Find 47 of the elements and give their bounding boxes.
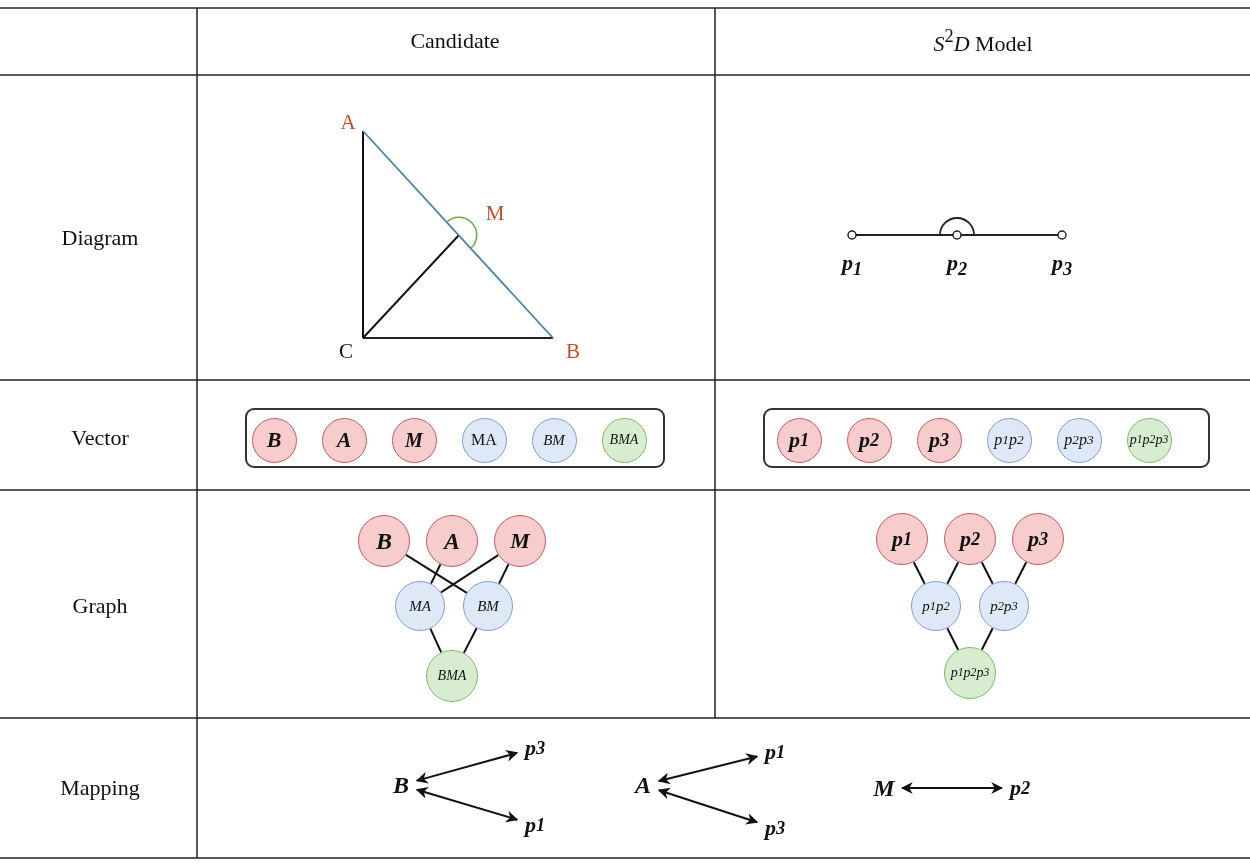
connector-line: [462, 627, 478, 654]
vector-container: [245, 408, 665, 468]
connector-line: [405, 553, 468, 594]
circle-node: B: [358, 515, 410, 567]
connector-line: [946, 561, 960, 585]
circle-node: MA: [461, 417, 507, 463]
circle-node: BM: [531, 417, 577, 463]
column-header: Candidate: [410, 30, 500, 52]
circle-node: BMA: [601, 417, 647, 463]
double-arrow: [415, 787, 519, 823]
vertex-label: A: [340, 111, 356, 133]
circle-node: M: [494, 515, 546, 567]
double-arrow: [415, 750, 519, 784]
circle-node: M: [391, 417, 437, 463]
connector-line: [946, 627, 960, 651]
vertex-label: C: [339, 340, 353, 362]
point-label: p$_{1}$: [841, 251, 863, 279]
connector-line: [912, 561, 926, 585]
connector-line: [1014, 561, 1028, 585]
circle-node: MA: [395, 581, 445, 631]
double-arrow: [657, 787, 759, 825]
double-arrow: [657, 753, 759, 785]
row-header: Diagram: [61, 227, 139, 249]
connector-line: [440, 554, 500, 594]
connector-line: [429, 627, 443, 654]
circle-node: A: [321, 417, 367, 463]
connector-line: [980, 627, 994, 651]
circle-node: B: [251, 417, 297, 463]
vertex-label: M: [485, 202, 505, 224]
circle-node: A: [426, 515, 478, 567]
math-symbol: M: [869, 773, 899, 803]
row-header: Mapping: [60, 777, 140, 799]
circle-node: BMA: [426, 650, 478, 702]
circle-node: BM: [463, 581, 513, 631]
row-header: Graph: [72, 595, 128, 617]
column-header: S$^{2}$D Model: [933, 27, 1033, 55]
point-label: p$_{2}$: [946, 251, 968, 279]
point-label: p$_{3}$: [1051, 251, 1073, 279]
connector-line: [430, 563, 442, 585]
math-symbol: B: [388, 770, 414, 800]
math-symbol: A: [630, 770, 656, 800]
vertex-label: B: [566, 340, 580, 362]
vector-container: [762, 408, 1210, 468]
connector-line: [498, 563, 510, 585]
double-arrow: [900, 782, 1004, 794]
connector-line: [980, 561, 994, 585]
row-header: Vector: [71, 427, 129, 449]
